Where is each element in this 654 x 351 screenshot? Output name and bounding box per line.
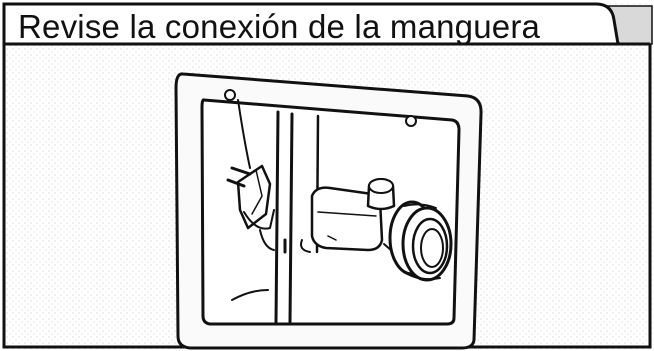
mounting-screw-icon: [224, 89, 417, 127]
page-title: Revise la conexión de la manguera: [18, 8, 541, 45]
hose-connection-illustration: [174, 72, 483, 350]
hose-icon: [388, 200, 453, 282]
electrical-plug-icon: [226, 164, 275, 230]
title-tab: [2, 2, 620, 46]
water-valve-icon: [300, 178, 401, 259]
